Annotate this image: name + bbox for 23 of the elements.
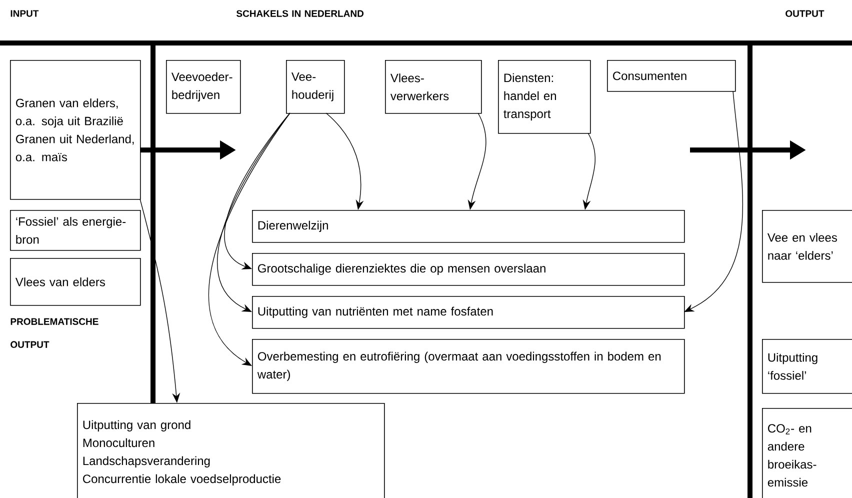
- text-box: Diensten: handel en transport: [498, 60, 591, 134]
- text-box: Dierenwelzijn: [252, 210, 685, 243]
- text-box: Consumenten: [607, 60, 736, 92]
- text-box: Vlees- verwerkers: [385, 60, 482, 114]
- text-box: Uitputting ‘fossiel’: [762, 339, 852, 394]
- curved-arrow: [224, 112, 290, 270]
- section-heading: PROBLEMATISCHE OUTPUT: [10, 318, 98, 348]
- text-box: Overbemesting en eutrofiëring (overmaat aan voedingsstoffen in bodem en water): [252, 339, 685, 394]
- curved-arrow: [208, 112, 290, 366]
- text-box: Vee en vlees naar ‘elders’: [762, 210, 852, 283]
- text-box: Veevoeder- bedrijven: [166, 60, 241, 114]
- text-box: Vee- houderij: [286, 60, 345, 114]
- text-box: ‘Fossiel’ als energie-bron: [10, 210, 141, 251]
- section-heading: INPUT: [10, 10, 39, 17]
- section-heading: OUTPUT: [786, 10, 824, 17]
- text-box: Uitputting van grond Monoculturen Landschapsverandering Concurrentie lokale voedselproductie: [77, 403, 385, 498]
- text-box: Grootschalige dierenziektes die op mensen overslaan: [252, 252, 685, 286]
- text-box: Uitputting van nutriënten met name fosfaten: [252, 296, 685, 329]
- text-box: CO$_{2}$- en andere broeikas- emissie: [762, 408, 852, 498]
- section-heading: SCHAKELS IN NEDERLAND: [236, 10, 364, 17]
- text-box: Vlees van elders: [10, 258, 141, 306]
- text-box: Granen van elders, o.a. soja uit Brazilië Granen uit Nederland, o.a. maïs: [10, 60, 141, 200]
- curved-arrow: [217, 112, 290, 312]
